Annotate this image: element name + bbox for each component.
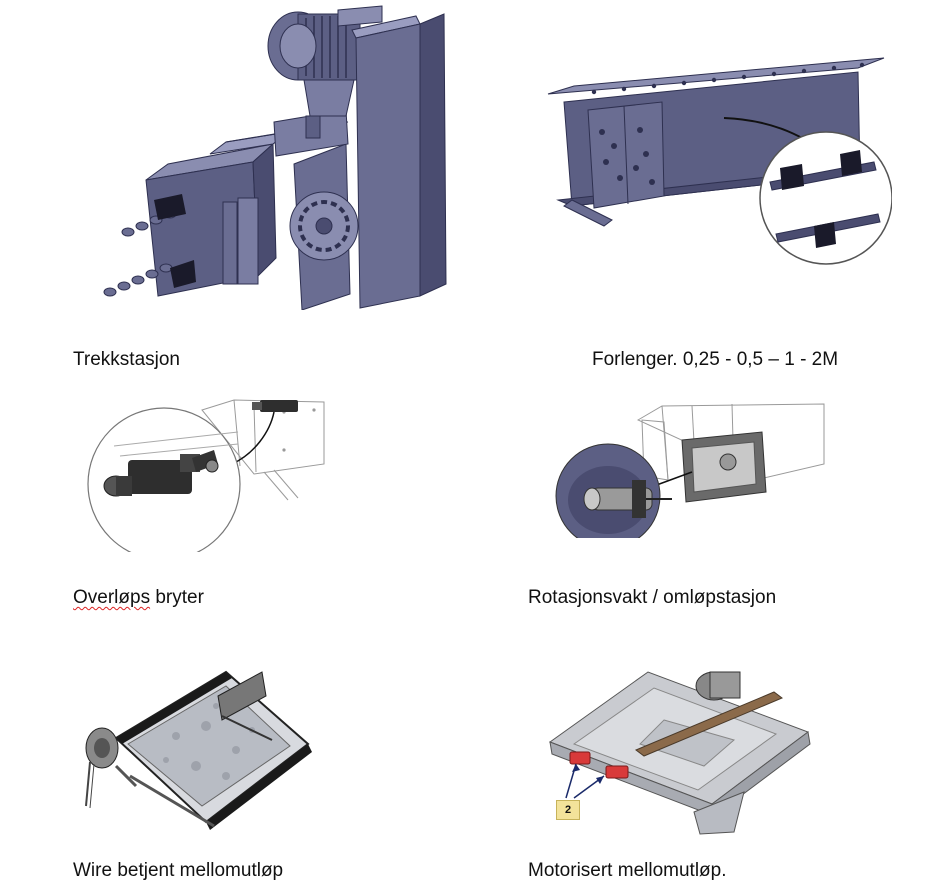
overflow-switch-image — [84, 392, 332, 552]
callout-tag: 2 — [556, 800, 580, 820]
caption-overflow-switch-rest: bryter — [150, 587, 204, 608]
caption-overflow-switch: Overløps bryter — [73, 588, 204, 607]
caption-overflow-switch-word: Overløps — [73, 587, 151, 608]
caption-rotation-sensor: Rotasjonsvakt / omløpstasjon — [528, 587, 777, 608]
drive-station-image — [98, 4, 450, 310]
caption-drive-station: Trekkstasjon — [73, 349, 180, 370]
rotation-sensor-image — [552, 400, 828, 538]
wire-operated-discharge-image — [76, 666, 312, 834]
extension-section-image — [544, 50, 892, 268]
caption-motorized-discharge: Motorisert mellomutløp. — [528, 860, 727, 881]
motorized-discharge-image: 2 — [544, 664, 814, 836]
callout-number: 2 — [564, 804, 572, 816]
caption-wire-discharge: Wire betjent mellomutløp — [73, 860, 284, 881]
caption-extension: Forlenger. 0,25 - 0,5 – 1 - 2M — [592, 349, 839, 370]
